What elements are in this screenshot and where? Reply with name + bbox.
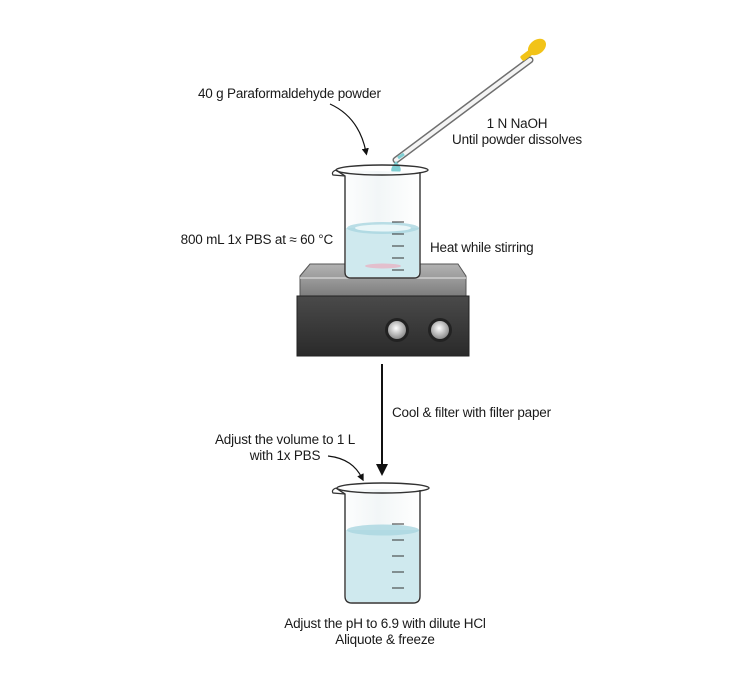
hotplate (296, 263, 470, 357)
hotplate-knob-right[interactable] (428, 318, 452, 342)
beaker-final (331, 482, 430, 604)
hotplate-knob-left[interactable] (385, 318, 409, 342)
label-adjust-volume-line1: Adjust the volume to 1 L (214, 432, 356, 447)
label-adjust-ph-line1: Adjust the pH to 6.9 with dilute HCl (284, 616, 486, 631)
label-pbs-heat: 800 mL 1x PBS at ≈ 60 °C (180, 232, 334, 247)
label-naoh: 1 N NaOH Until powder dissolves (442, 116, 592, 148)
arrow-powder-to-beaker (329, 103, 369, 156)
beaker-heating-graduations (392, 221, 404, 271)
label-adjust-ph: Adjust the pH to 6.9 with dilute HCl Ali… (265, 616, 505, 648)
naoh-drop (391, 161, 401, 175)
label-adjust-volume: Adjust the volume to 1 L with 1x PBS (205, 432, 365, 464)
beaker-heating (296, 164, 470, 357)
arrow-volume-to-beaker (327, 455, 364, 482)
label-heat-stir: Heat while stirring (430, 240, 534, 255)
dropper-bulb (520, 38, 547, 61)
label-paraformaldehyde: 40 g Paraformaldehyde powder (198, 86, 381, 101)
label-naoh-line2: Until powder dissolves (452, 132, 582, 147)
dropper (391, 38, 547, 175)
label-naoh-line1: 1 N NaOH (486, 116, 548, 131)
label-cool-filter: Cool & filter with filter paper (392, 405, 551, 420)
label-adjust-ph-line2: Aliquote & freeze (335, 632, 435, 647)
label-adjust-volume-line2: with 1x PBS (249, 448, 321, 463)
beaker-final-graduations (392, 523, 404, 589)
